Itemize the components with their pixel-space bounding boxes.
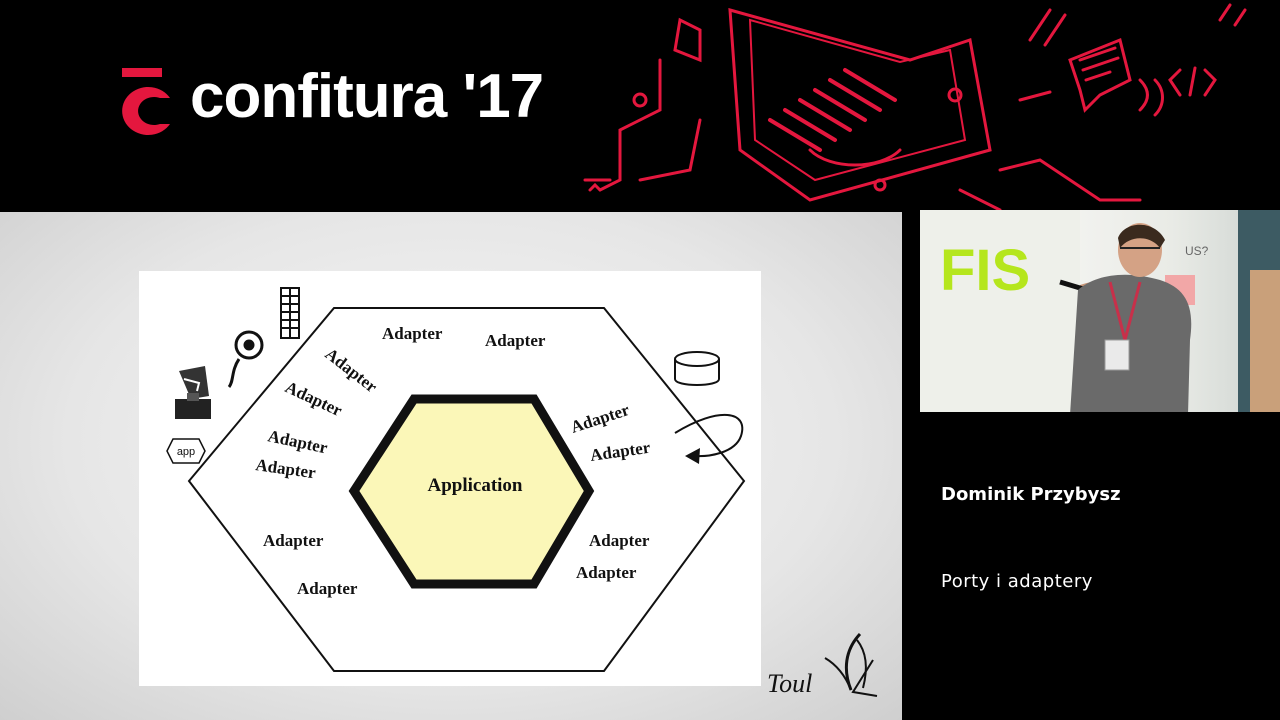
adapter-label: Adapter [576, 563, 637, 582]
speaker-figure [1059, 223, 1192, 412]
banner-text: FIS [940, 238, 1030, 303]
application-label: Application [427, 475, 522, 496]
header-bar: confitura '17 [0, 0, 1280, 212]
svg-text:Toul: Toul [767, 669, 812, 698]
svg-text:app: app [177, 446, 195, 458]
app-badge: app [166, 438, 206, 464]
speaker-name: Dominik Przybysz [941, 484, 1121, 505]
adapter-label: Adapter [485, 331, 546, 350]
adapter-label: Adapter [297, 579, 358, 598]
brand-title: confitura '17 [190, 62, 544, 131]
person-icon [227, 330, 264, 388]
hexagonal-architecture-diagram: Application Adapter Adapter Adapter Adap… [139, 271, 761, 686]
speaker-camera-feed: FIS US? [920, 210, 1280, 412]
presentation-slide: Application Adapter Adapter Adapter Adap… [0, 212, 902, 720]
satellite-dish-icon [175, 366, 211, 419]
database-icon [674, 351, 720, 386]
loop-arrow-icon [674, 413, 744, 464]
adapter-label: Adapter [589, 531, 650, 550]
application-hexagon [348, 394, 595, 589]
server-icon [280, 287, 300, 339]
toul-logo-icon: Toul [767, 632, 878, 698]
adapter-label: Adapter [382, 324, 443, 343]
laptop-circuit-icon [583, 3, 1247, 212]
talk-title: Porty i adaptery [941, 571, 1093, 592]
banner-sign: US? [1185, 244, 1209, 258]
adapter-label: Adapter [263, 531, 324, 550]
logo-mark-icon [122, 68, 170, 135]
